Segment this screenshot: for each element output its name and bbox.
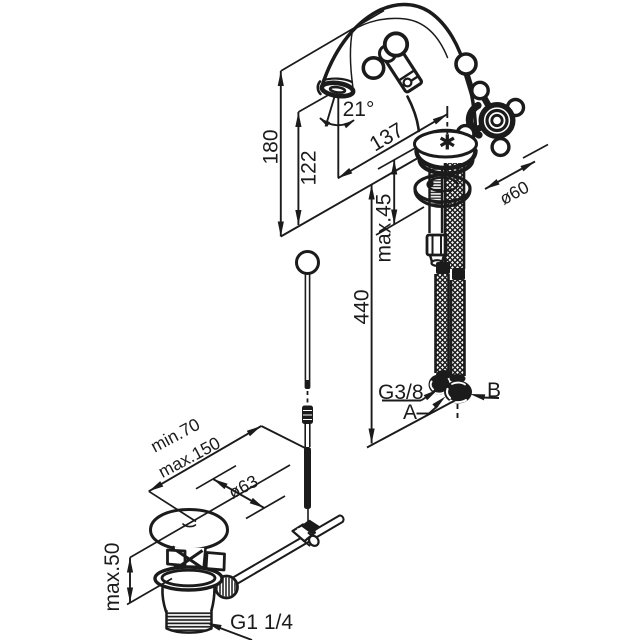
svg-text:440: 440 (351, 289, 374, 324)
svg-text:✱: ✱ (438, 132, 456, 155)
svg-text:G3/8: G3/8 (378, 381, 424, 404)
svg-text:180: 180 (260, 129, 283, 164)
svg-text:122: 122 (298, 150, 321, 185)
svg-text:max.50: max.50 (101, 543, 124, 612)
svg-text:21°: 21° (343, 98, 375, 121)
svg-text:A: A (403, 401, 417, 424)
svg-text:B: B (487, 379, 501, 402)
svg-text:max.45: max.45 (373, 194, 396, 263)
svg-text:G1 1/4: G1 1/4 (230, 611, 293, 634)
